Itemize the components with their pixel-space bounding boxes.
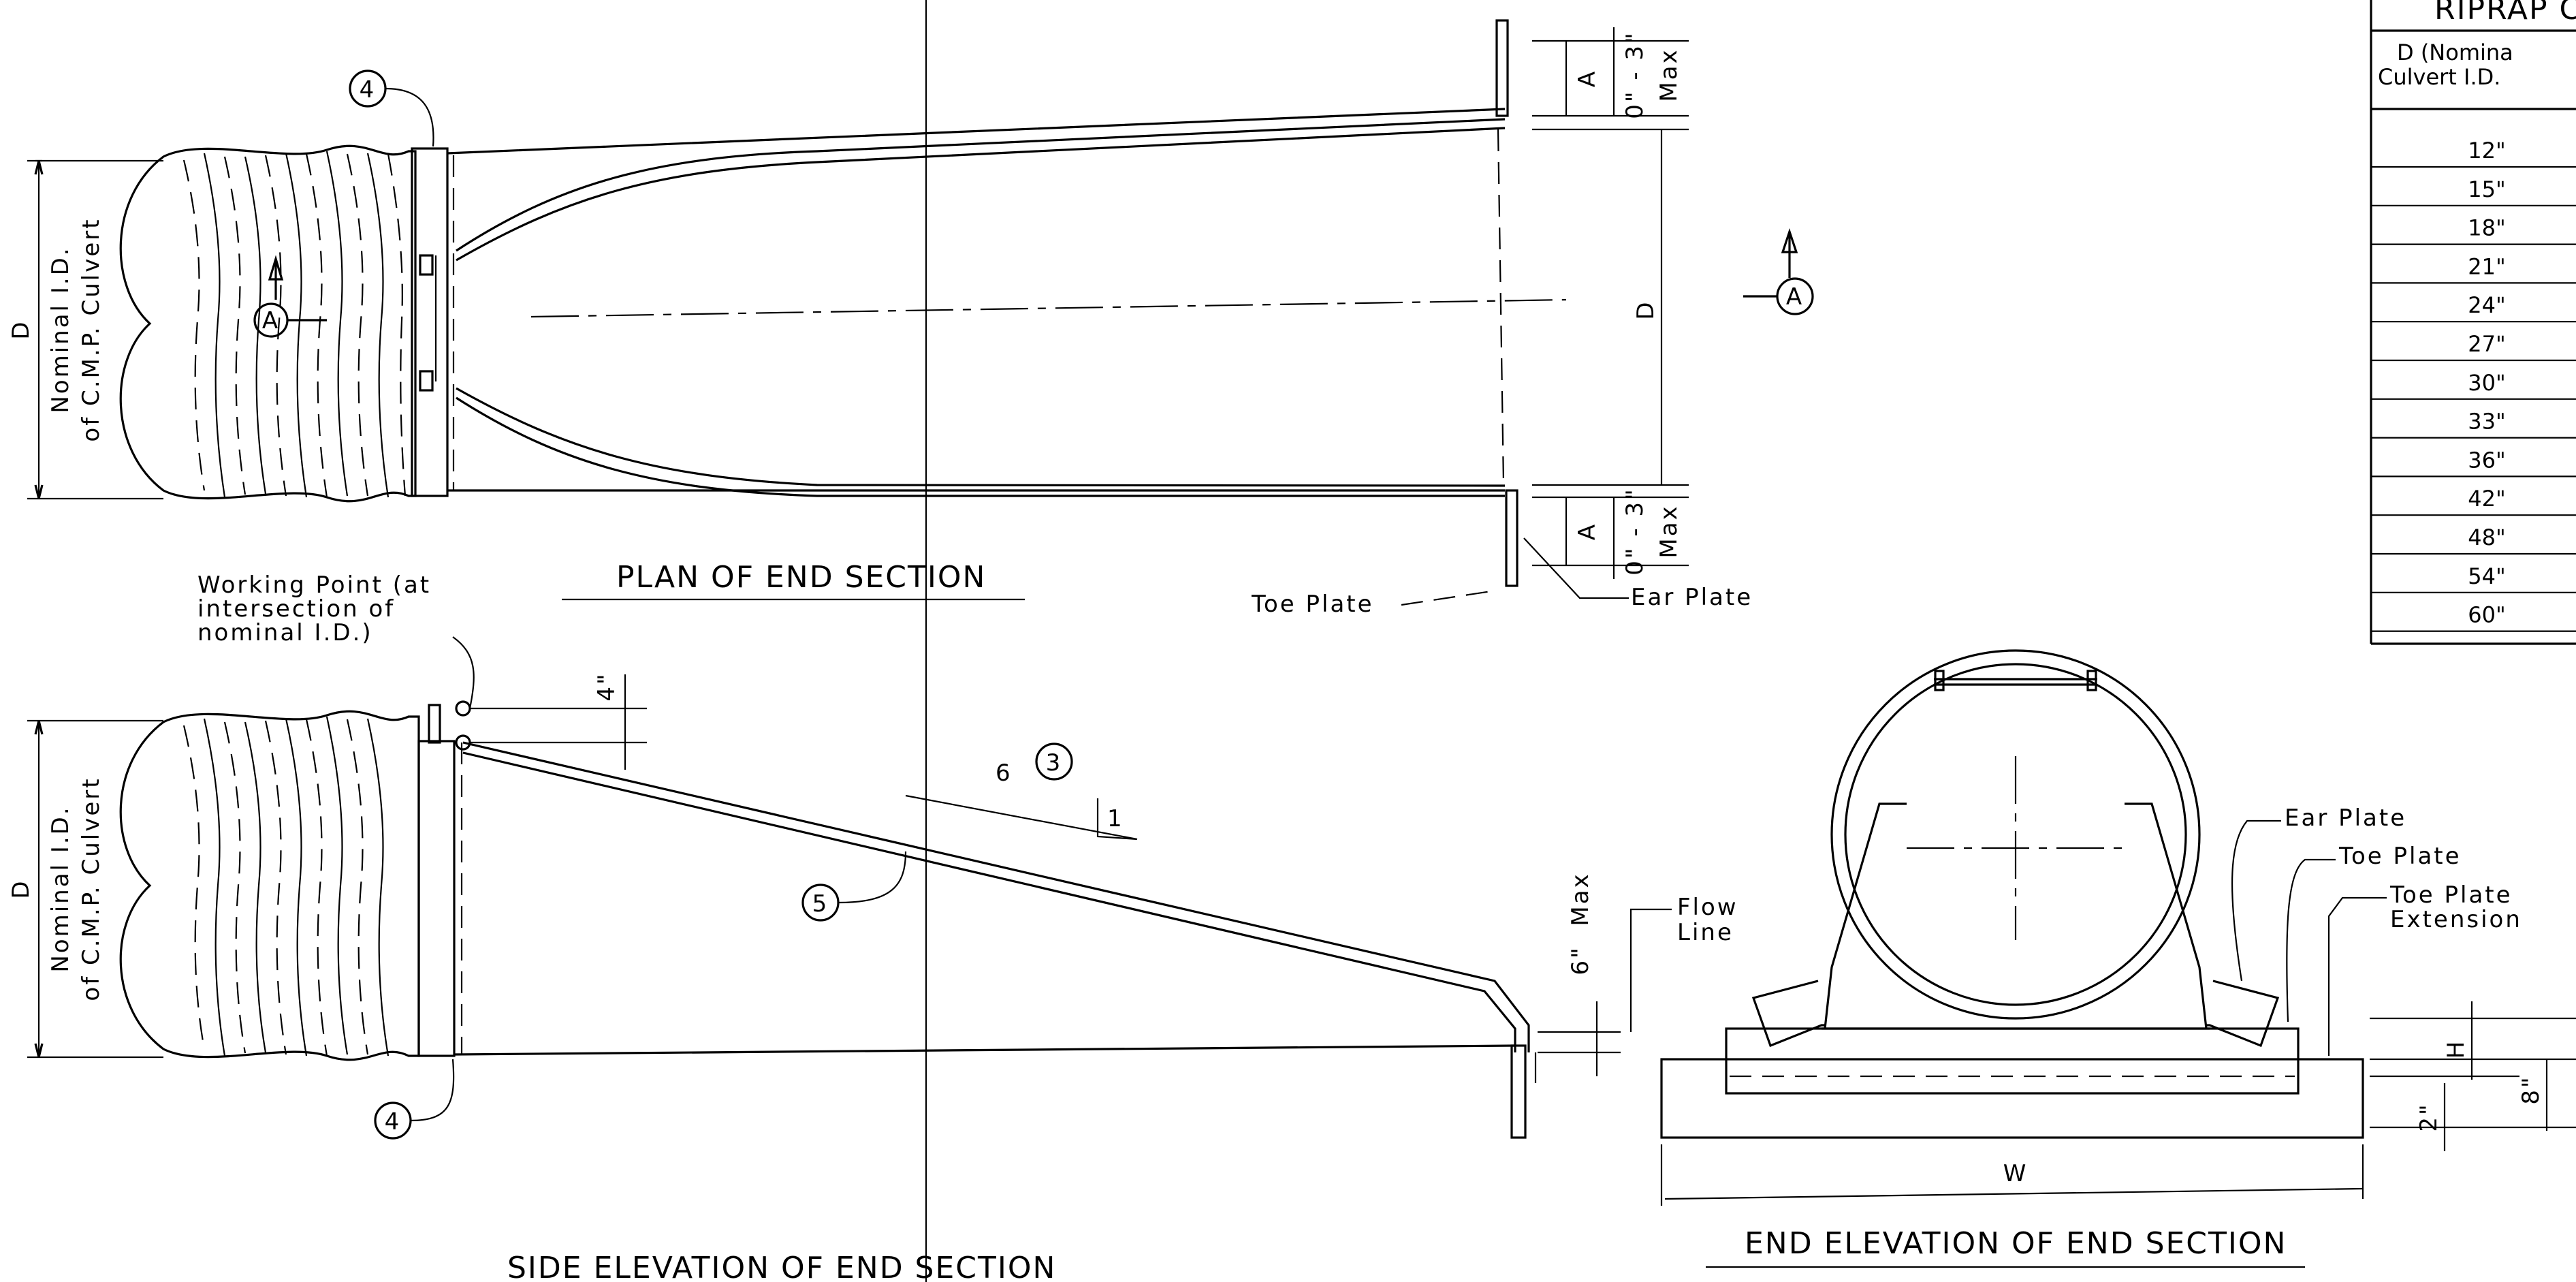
table-title: RIPRAP C [2434,0,2576,27]
side-dim-d-left: D [7,879,35,898]
side-elevation: Working Point (at intersection of nomina… [7,572,1738,1282]
plan-dim-d-left: D [7,319,35,339]
side-slope-run: 6 [996,760,1013,787]
plan-dim-a-bottom: A [1574,522,1601,540]
end-dim-w: W [2003,1160,2029,1187]
table-row-value: 33" [2468,409,2505,435]
end-toe-ext-label-2: Extension [2390,906,2522,933]
end-ear-plate-label: Ear Plate [2285,804,2406,832]
end-toe-plate-label: Toe Plate [2338,843,2462,870]
end-elevation: Ear Plate Toe Plate Toe Plate Extension … [1660,649,2576,1268]
side-working-point-2: intersection of [197,595,395,623]
section-marker-letter: A [1786,283,1804,311]
plan-ear-plate-bottom [1505,489,1518,587]
side-slope-rise: 1 [1107,805,1124,832]
end-toe-plate-extension [1725,1027,2300,1095]
plan-dim-d-right: D [1632,300,1659,319]
end-title: END ELEVATION OF END SECTION [1745,1226,2287,1261]
plan-flare-outer-edges [447,108,1506,492]
table-row-value: 60" [2468,602,2505,628]
side-callout-slope: 3 [1046,749,1063,777]
side-working-point-1: Working Point (at [197,572,431,599]
plan-coupling-band [411,147,449,497]
side-culvert-pipe [119,710,420,1061]
riprap-table: RIPRAP C D (Nomina Culvert I.D. 12" 15" 18… [2370,0,2576,645]
table-row-value: 30" [2468,370,2505,396]
end-wing-right [2206,980,2280,1048]
working-point-upper [455,700,471,717]
end-pipe-outer [1830,649,2201,1020]
plan-dim-a-top: A [1574,69,1601,87]
side-working-point-3: nominal I.D.) [197,619,373,646]
plan-toe-plate-label: Toe Plate [1251,591,1374,618]
side-callout-pipe: 5 [812,890,829,918]
table-row-value: 36" [2468,447,2505,473]
side-slope-top [462,741,1530,1052]
plan-ear-plate-top [1495,19,1509,117]
plan-culvert-label-1: Nominal I.D. [47,246,74,413]
plan-of-end-section: D Nominal I.D. of C.M.P. Culvert A 4 A 0… [7,19,1753,618]
side-dim-4in: 4" [593,672,620,701]
side-flow-1: Flow [1677,894,1738,921]
plan-callout-top: 4 [360,76,377,104]
side-culvert-label-1: Nominal I.D. [47,805,74,972]
plan-culvert-label-2: of C.M.P. Culvert [78,217,105,441]
plan-toe-plate-line [1497,129,1505,484]
end-wing-left [1751,980,1825,1048]
side-title: SIDE ELEVATION OF END SECTION [507,1251,1056,1282]
side-max-word: Max [1567,872,1594,926]
plan-section-letter: A [262,307,280,334]
table-row-value: 15" [2468,176,2505,202]
table-row-value: 54" [2468,563,2505,589]
slope-indicator [905,794,1138,841]
table-header-1: D (Nomina [2397,40,2513,65]
end-pipe-inner [1844,663,2187,1006]
end-dim-8in: 8" [2517,1075,2545,1104]
table-rows: 12" 15" 18" 21" 24" 27" 30" 33" 36" 42" 48" 54" 60" [2371,138,2576,632]
side-invert-line [454,1044,1516,1056]
plan-dim-max-top: 0" - 3" [1621,31,1649,119]
side-callout-3 [1035,742,1073,781]
end-dim-h: H [2443,1039,2470,1059]
table-row-value: 18" [2468,215,2505,241]
table-row-value: 12" [2468,138,2505,163]
plan-centerline [530,298,1567,318]
side-coupling-band [417,740,456,1057]
table-row-value: 48" [2468,525,2505,550]
table-header-2: Culvert I.D. [2378,64,2500,90]
table-row-value: 42" [2468,486,2505,512]
table-row-value: 21" [2468,253,2505,279]
end-dim-2in: 2" [2415,1102,2443,1131]
side-culvert-label-2: of C.M.P. Culvert [78,777,105,1001]
table-row-value: 27" [2468,331,2505,357]
plan-ear-plate-label: Ear Plate [1631,584,1753,611]
table-row-value: 24" [2468,292,2505,318]
side-callout-band: 4 [385,1108,402,1136]
plan-dim-max-bottom: 0" - 3" [1621,487,1649,575]
end-riprap-footing [1660,1058,2364,1139]
end-toe-ext-label-1: Toe Plate [2389,881,2513,909]
side-flow-2: Line [1677,919,1734,946]
plan-title: PLAN OF END SECTION [616,560,986,595]
side-dim-6in: 6" [1567,945,1594,975]
section-marker-a: A [1743,228,1814,315]
plan-max-word-bottom: Max [1655,504,1683,558]
side-toe-plate [1510,1044,1527,1139]
plan-max-word-top: Max [1655,48,1683,101]
